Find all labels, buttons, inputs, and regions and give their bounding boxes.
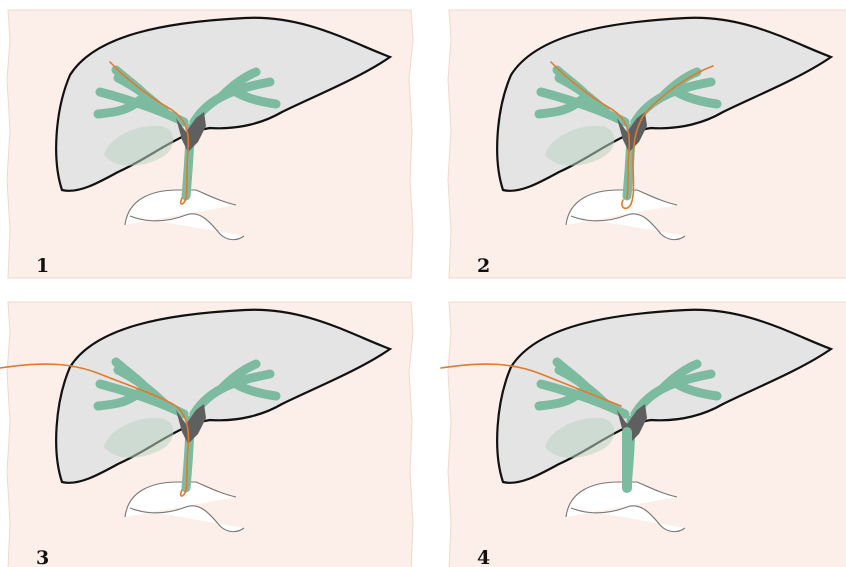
panel-label-2: 2: [477, 255, 490, 277]
panel-label-3: 3: [36, 547, 49, 567]
panel-label-1: 1: [36, 255, 49, 277]
panel-1: 1: [7, 10, 413, 278]
panel-2: 2: [448, 10, 846, 278]
panel-3: 3: [0, 302, 413, 567]
panel-4: 4: [441, 302, 846, 567]
panel-label-4: 4: [477, 547, 490, 567]
